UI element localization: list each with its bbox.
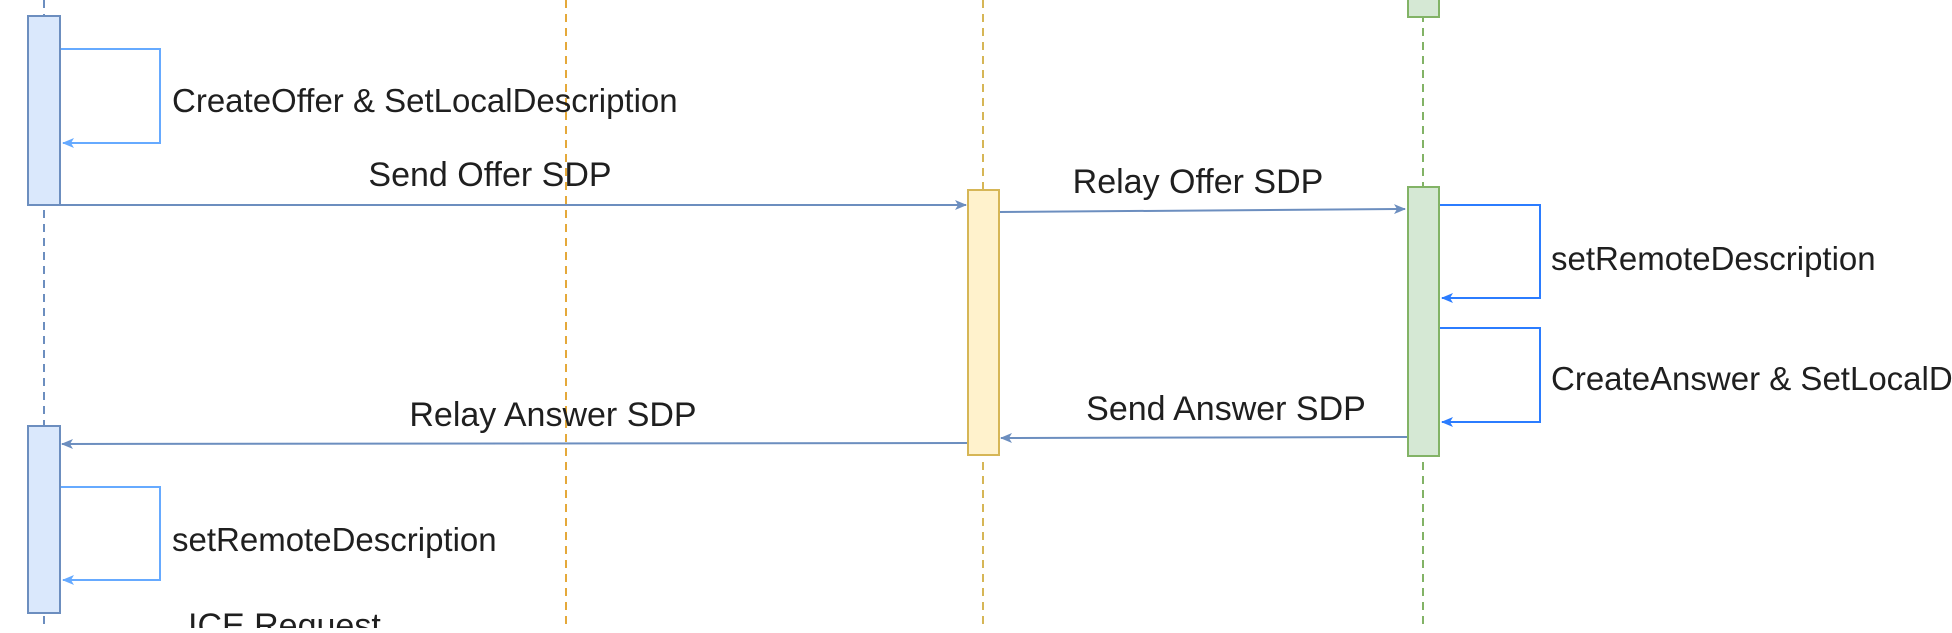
callee-activation-top[interactable]	[1407, 0, 1440, 18]
caller-activation-top[interactable]	[27, 15, 61, 206]
relay-answer-label: Relay Answer SDP	[409, 396, 696, 434]
send-answer-arrow	[1000, 432, 1408, 443]
callee-set-remote-self-arrow	[1440, 204, 1541, 303]
ice-request-label: ICE Request	[188, 607, 381, 628]
callee-set-remote-label: setRemoteDescription	[1551, 240, 1876, 277]
relay-offer-label: Relay Offer SDP	[1073, 163, 1324, 201]
relay-answer-arrow	[61, 438, 968, 449]
send-answer-label: Send Answer SDP	[1086, 390, 1366, 428]
caller-activation-bottom[interactable]	[27, 425, 61, 614]
relay-offer-arrow	[999, 204, 1406, 215]
send-offer-label: Send Offer SDP	[368, 156, 611, 194]
caller-set-remote-self-arrow	[61, 486, 161, 585]
create-offer-self-arrow	[61, 48, 161, 148]
create-answer-label: CreateAnswer & SetLocalDescription	[1551, 360, 1952, 397]
callee-activation[interactable]	[1407, 186, 1440, 457]
create-offer-label: CreateOffer & SetLocalDescription	[172, 82, 678, 119]
server-activation[interactable]	[967, 189, 1000, 456]
caller-set-remote-label: setRemoteDescription	[172, 521, 497, 558]
create-answer-self-arrow	[1440, 327, 1541, 427]
